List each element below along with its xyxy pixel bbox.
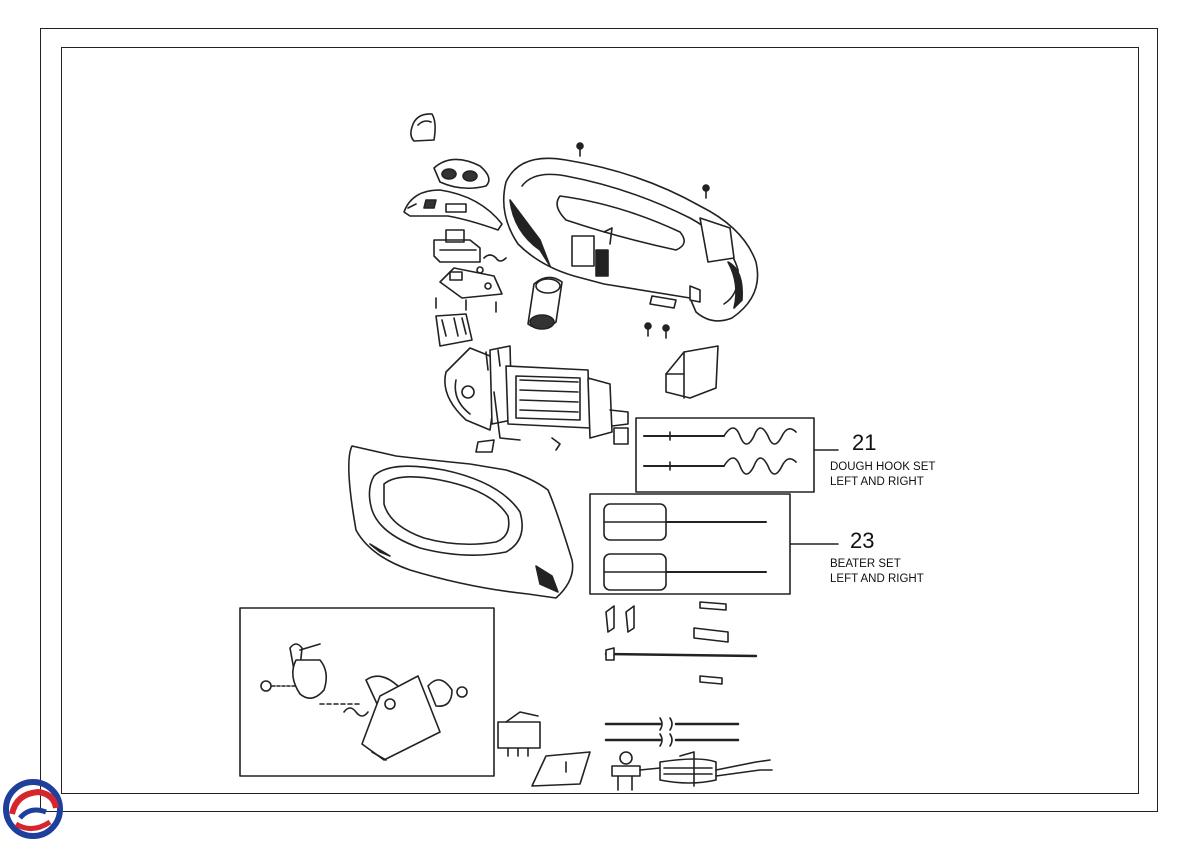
inner-frame: [61, 47, 1139, 794]
callout-line1-dough-hook: DOUGH HOOK SET: [830, 461, 936, 473]
part-top-cap: [410, 113, 436, 142]
brand-swirl-logo-icon: [3, 779, 63, 839]
part-screws-housing: [576, 142, 710, 339]
callout-box-beaters: [589, 493, 839, 595]
callout-label-beater: BEATER SET LEFT AND RIGHT: [830, 557, 924, 587]
callout-box-dough-hooks: [635, 417, 839, 493]
part-switch-plate: [439, 267, 503, 299]
callout-number-beater: 23: [850, 528, 875, 553]
callout-line2-beater: LEFT AND RIGHT: [830, 573, 924, 585]
outer-frame: [40, 28, 1158, 812]
part-wires: [604, 717, 740, 747]
part-badge-plate: [433, 158, 490, 190]
callout-line1-beater: BEATER SET: [830, 558, 901, 570]
part-switch-body: [433, 229, 481, 263]
part-small-strips: [693, 601, 729, 685]
part-lower-housing: [348, 445, 574, 599]
callout-number-dough-hook: 21: [852, 430, 877, 455]
part-spring: [476, 254, 507, 274]
callout-label-dough-hook: DOUGH HOOK SET LEFT AND RIGHT: [830, 460, 935, 490]
part-insulation-sheet: [531, 751, 591, 787]
callout-line2-dough-hook: LEFT AND RIGHT: [830, 476, 924, 488]
part-spacer-capsule: [527, 276, 563, 330]
part-connectors: [605, 605, 635, 633]
part-upper-housing: [502, 157, 759, 322]
inset-speed-mechanism: [239, 607, 495, 777]
part-wedge: [475, 439, 495, 453]
part-motor-assembly: [435, 313, 629, 451]
part-block: [665, 345, 719, 399]
part-power-plug-cord: [611, 751, 773, 791]
part-cable-tie: [604, 647, 758, 661]
part-switch-cover: [403, 189, 503, 231]
part-micro-switch: [497, 711, 541, 757]
